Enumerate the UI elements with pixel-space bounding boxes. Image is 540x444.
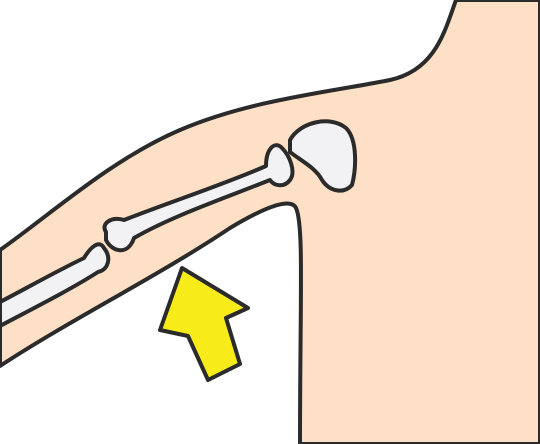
radius-bone bbox=[0, 242, 111, 328]
humerus-bone bbox=[102, 143, 295, 253]
scapula-bone bbox=[288, 119, 358, 193]
upward-arrow-icon bbox=[158, 266, 250, 382]
